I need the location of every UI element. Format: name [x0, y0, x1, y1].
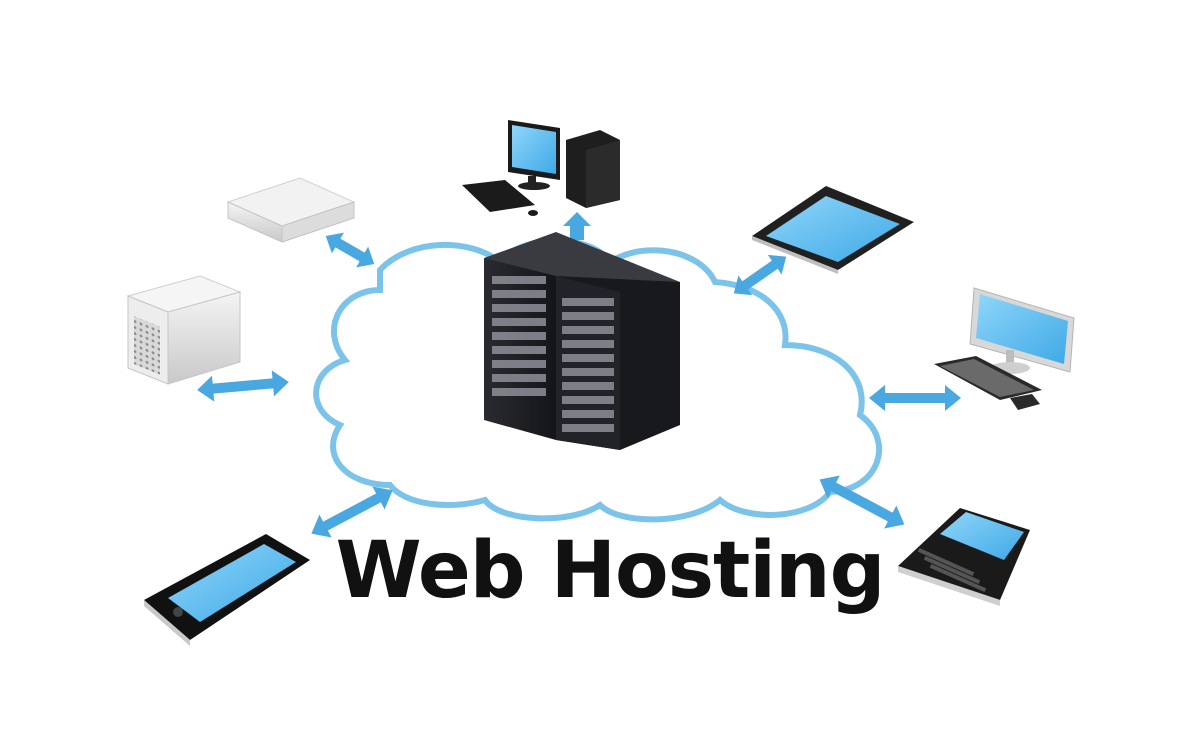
- server-rack-icon: [484, 232, 680, 450]
- arrow-upper-left: [325, 232, 375, 268]
- arrow-left: [197, 370, 289, 402]
- smartphone-icon: [144, 534, 310, 646]
- arrow-top: [563, 212, 591, 240]
- connection-arrows: [197, 212, 961, 538]
- arrow-lower-left: [311, 486, 393, 538]
- laptop-computer-icon: [934, 287, 1075, 410]
- blackberry-phone-icon: [898, 508, 1030, 606]
- tower-server-icon: [126, 275, 242, 385]
- arrow-right: [869, 385, 961, 411]
- tablet-icon: [752, 186, 914, 274]
- arrow-lower-right: [819, 475, 905, 529]
- desktop-computer-icon: [462, 120, 620, 216]
- arrow-upper-right: [733, 254, 787, 296]
- diagram-caption: Web Hosting: [335, 526, 886, 616]
- network-appliance-icon: [226, 177, 356, 243]
